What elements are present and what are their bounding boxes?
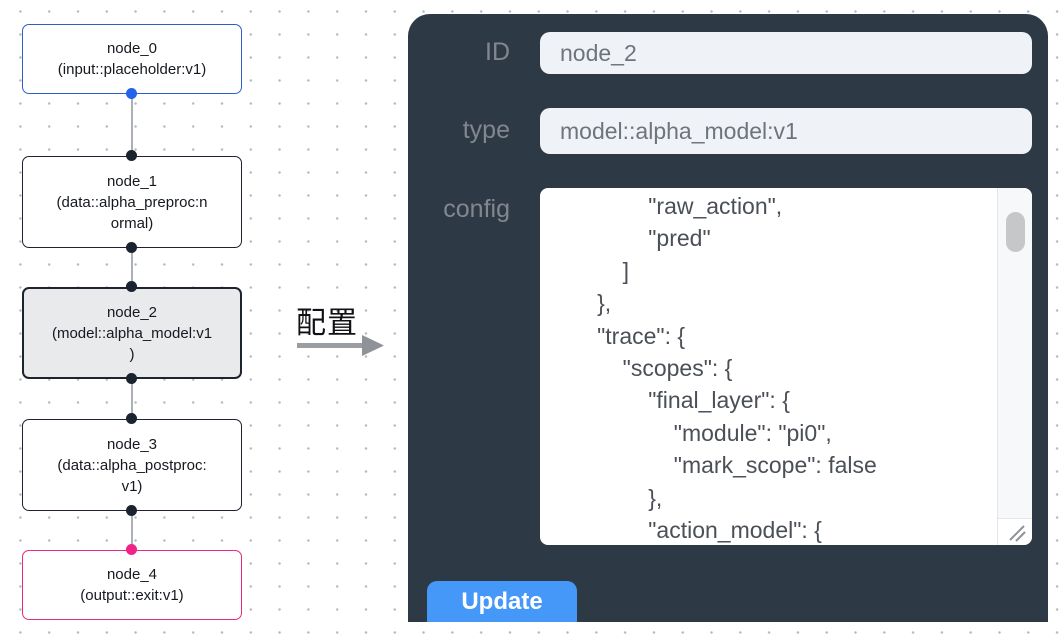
flow-node-node_2-selected[interactable]: node_2 (model::alpha_model:v1 ) [22, 287, 242, 379]
flow-node-node_3[interactable]: node_3 (data::alpha_postproc: v1) [22, 419, 242, 511]
node-title: node_3 [106, 435, 158, 453]
node-title: node_1 [106, 172, 158, 190]
port-out-node_1[interactable] [126, 242, 137, 253]
resize-grip-icon [1009, 525, 1026, 542]
id-field-label: ID [485, 38, 510, 66]
node-config-panel: ID type config "raw_action", "pred" ] },… [408, 14, 1048, 622]
right-arrow-icon [297, 335, 384, 356]
edge-node_1-node_2 [131, 248, 133, 287]
flow-node-node_1[interactable]: node_1 (data::alpha_preproc:n ormal) [22, 156, 242, 248]
scrollbar-track[interactable] [997, 188, 1032, 518]
port-in-node_1[interactable] [126, 150, 137, 161]
node-title: node_2 [106, 303, 158, 321]
node-subtitle: (input::placeholder:v1) [57, 61, 207, 78]
type-field-label: type [462, 116, 510, 144]
port-in-node_3[interactable] [126, 413, 137, 424]
port-out-node_2[interactable] [126, 373, 137, 384]
node-title: node_0 [106, 40, 158, 57]
node-subtitle: (model::alpha_model:v1 ) [51, 324, 213, 363]
node-title: node_4 [106, 566, 158, 583]
config-textarea[interactable]: "raw_action", "pred" ] }, "trace": { "sc… [540, 188, 1032, 545]
config-json-text: "raw_action", "pred" ] }, "trace": { "sc… [597, 193, 877, 544]
node-subtitle: (data::alpha_postproc: v1) [57, 456, 207, 495]
port-in-node_2[interactable] [126, 281, 137, 292]
flow-node-node_4[interactable]: node_4 (output::exit:v1) [22, 550, 242, 620]
edge-node_0-node_1 [131, 94, 133, 156]
type-input[interactable] [540, 108, 1032, 154]
textarea-resize-handle[interactable] [997, 518, 1032, 545]
port-out-node_3[interactable] [126, 505, 137, 516]
flow-node-node_0[interactable]: node_0 (input::placeholder:v1) [22, 24, 242, 94]
port-in-node_4[interactable] [126, 544, 137, 555]
edge-node_2-node_3 [131, 379, 133, 419]
id-input[interactable] [540, 32, 1032, 74]
node-subtitle: (output::exit:v1) [80, 587, 184, 604]
update-button[interactable]: Update [427, 581, 577, 622]
port-out-node_0[interactable] [126, 88, 137, 99]
node-subtitle: (data::alpha_preproc:n ormal) [56, 193, 208, 232]
scrollbar-thumb[interactable] [1006, 212, 1025, 252]
config-field-label: config [443, 195, 510, 223]
config-arrow-label: 配置 [296, 307, 358, 340]
edge-node_3-node_4 [131, 511, 133, 550]
